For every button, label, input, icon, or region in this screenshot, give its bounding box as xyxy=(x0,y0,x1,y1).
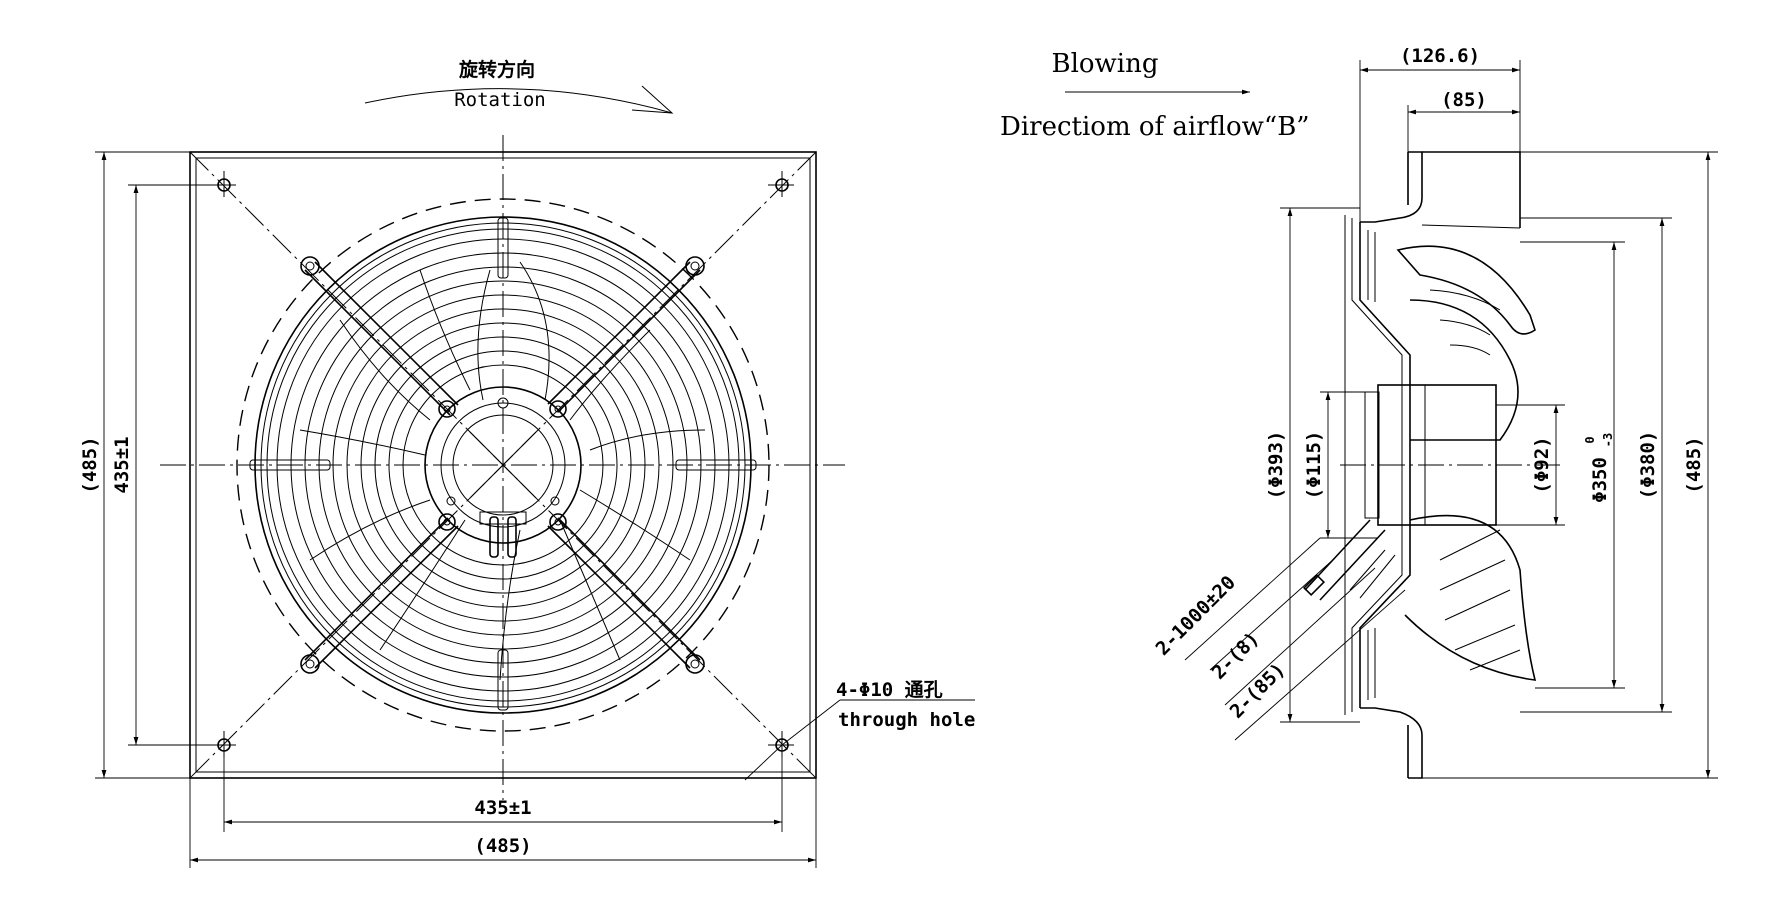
dim-d350-tol-upper: 0 xyxy=(1583,436,1597,443)
rotation-label-cn: 旋转方向 xyxy=(458,58,535,81)
side-blades xyxy=(1396,245,1537,681)
side-motor xyxy=(1340,384,1560,526)
side-cable xyxy=(1302,519,1396,601)
airflow-label: Directiom of airflow“B” xyxy=(1000,112,1310,142)
dim-d115: (Φ115) xyxy=(1303,431,1325,500)
dim-width-outer: (485) xyxy=(474,835,531,857)
side-view: Blowing Directiom of airflow“B” xyxy=(1000,45,1718,779)
blowing-label: Blowing xyxy=(1051,49,1158,79)
dim-d393: (Φ393) xyxy=(1265,431,1287,500)
dim-width-holes: 435±1 xyxy=(474,797,531,819)
guard-struts xyxy=(249,217,757,711)
dim-d380: (Φ380) xyxy=(1637,431,1659,500)
rotation-arrow xyxy=(364,88,673,114)
dim-height-holes: 435±1 xyxy=(111,436,133,493)
fan-blades xyxy=(299,261,706,681)
rotation-label-en: Rotation xyxy=(454,89,546,111)
dim-depth-motor: (85) xyxy=(1441,89,1487,111)
motor-hub xyxy=(424,386,582,558)
hole-note-1: 4-Φ10 通孔 xyxy=(836,679,943,701)
hole-note-2: through hole xyxy=(838,709,975,731)
dim-d350-tol-lower: -3 xyxy=(1601,433,1615,447)
front-view: 旋转方向 Rotation xyxy=(79,58,975,868)
cable-dim-length: 2-1000±20 xyxy=(1152,572,1240,660)
dim-height-outer: (485) xyxy=(79,436,101,493)
dim-depth-total: (126.6) xyxy=(1400,45,1480,67)
dim-d92: (Φ92) xyxy=(1531,436,1553,493)
dashed-outer-circle xyxy=(236,198,770,732)
cable-dim-8: 2-(8) xyxy=(1208,628,1264,684)
dim-h485: (485) xyxy=(1683,436,1705,493)
fan-guard xyxy=(254,216,752,714)
strut-bolts xyxy=(300,256,705,674)
dim-d350: Φ350 xyxy=(1589,457,1611,503)
